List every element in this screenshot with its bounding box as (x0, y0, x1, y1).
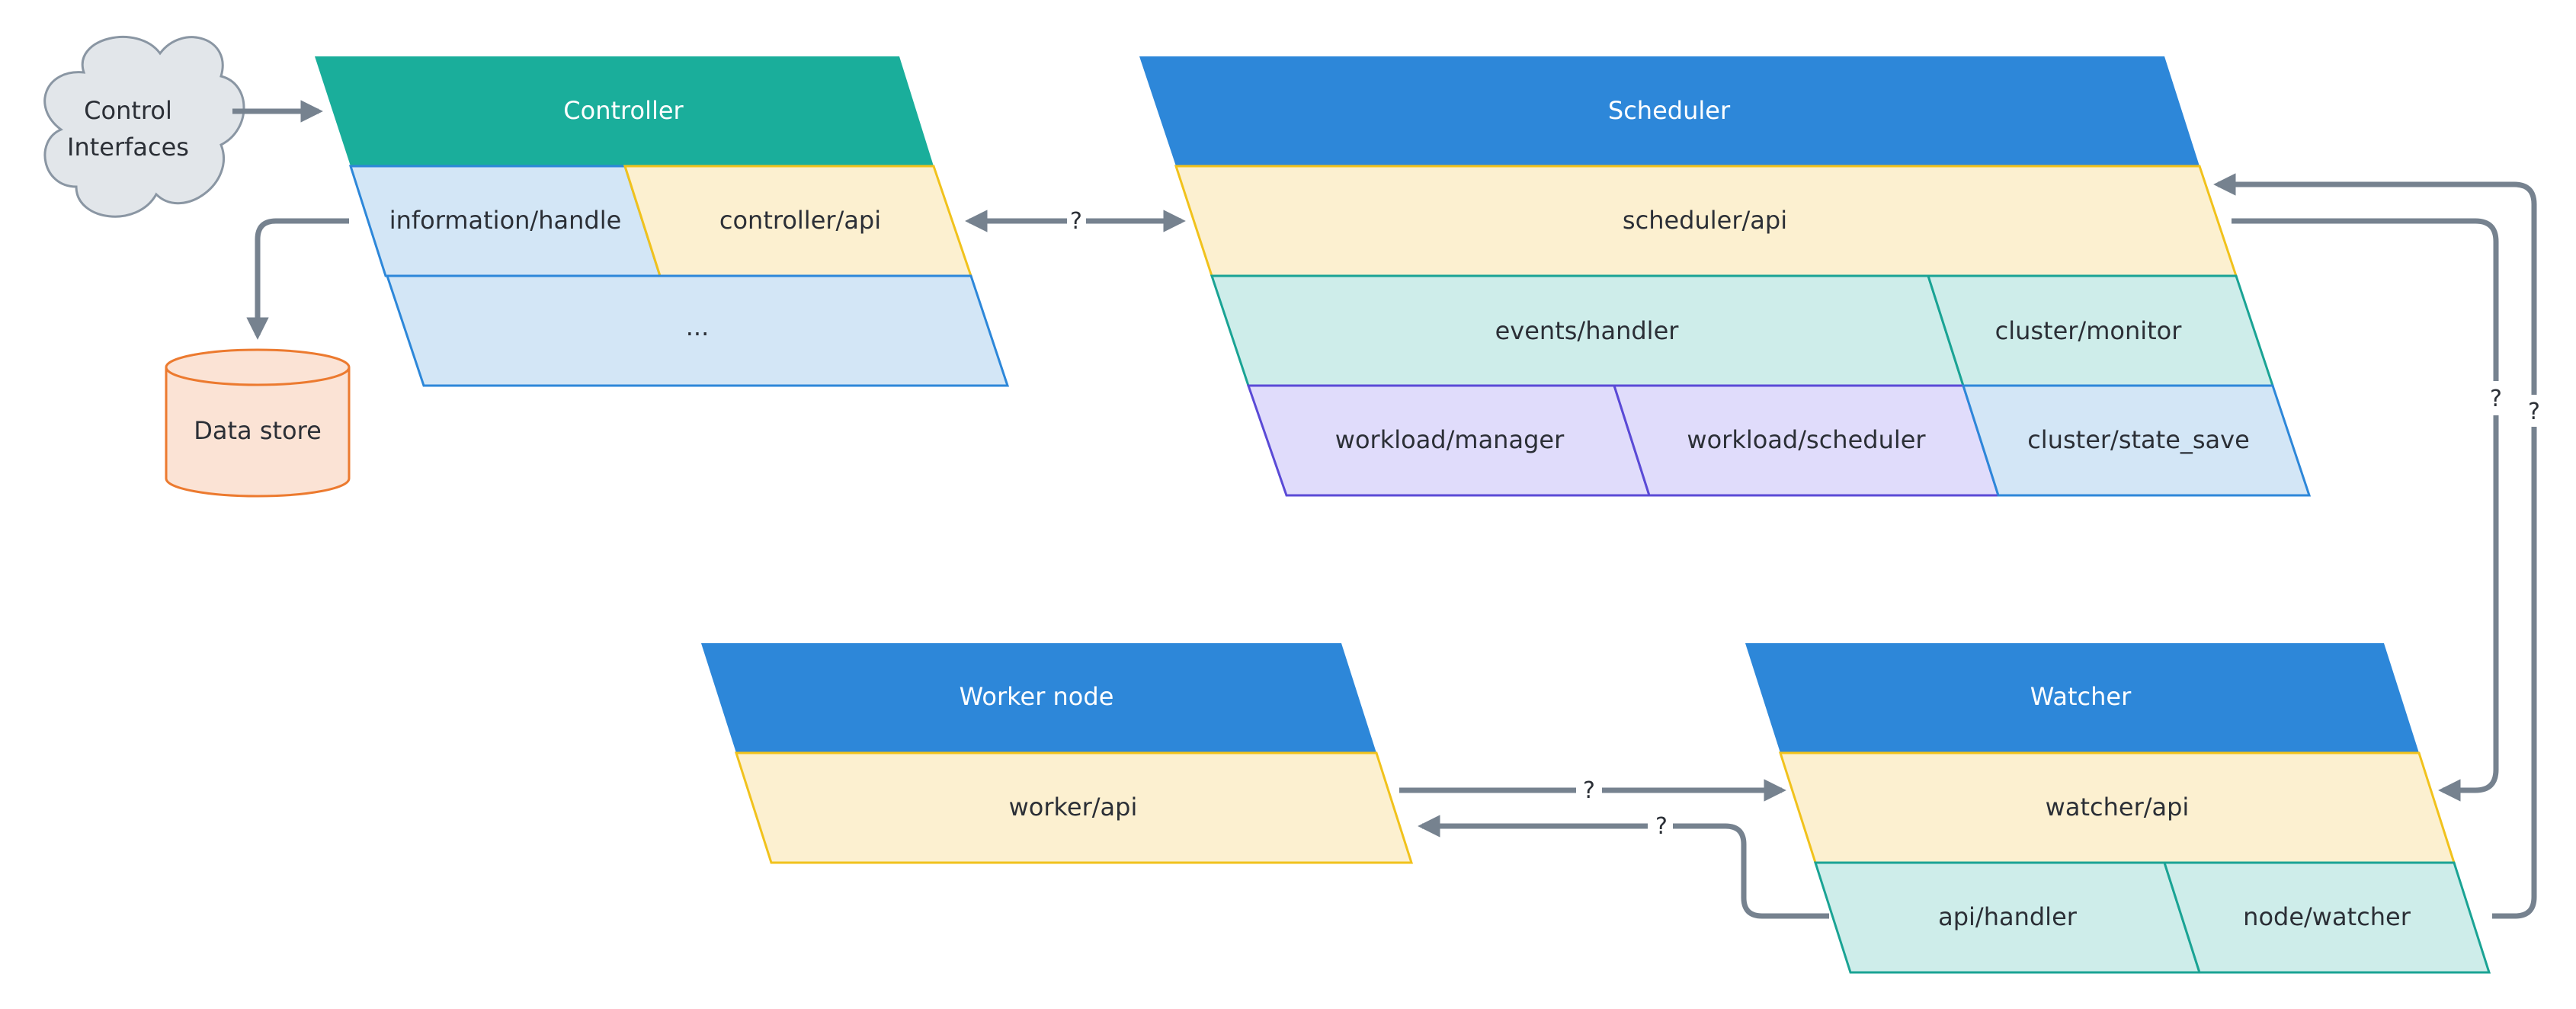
data-store-node: Data store (165, 348, 351, 498)
worker-api-block (734, 751, 1414, 864)
controller-component: Controller information/handle controller… (315, 56, 1010, 387)
scheduler-events-handler-label: events/handler (1495, 316, 1680, 345)
watcher-node-watcher-block (2162, 861, 2491, 974)
controller-title: Controller (563, 96, 684, 125)
watcher-header (1745, 643, 2419, 753)
control-interfaces-label-2: Interfaces (67, 133, 189, 162)
scheduler-title: Scheduler (1608, 96, 1731, 125)
controller-header (315, 56, 934, 166)
edge-label-worker-to-watcher: ? (1583, 777, 1595, 804)
database-icon (165, 367, 351, 498)
scheduler-api-label: scheduler/api (1623, 206, 1787, 235)
scheduler-cluster-state-save-block (1961, 384, 2312, 497)
edge-scheduler-to-watcher (2232, 218, 2499, 381)
watcher-component: Watcher watcher/api api/handler node/wat… (1745, 643, 2491, 974)
watcher-api-handler-label: api/handler (1938, 902, 2078, 931)
scheduler-cluster-state-save-label: cluster/state_save (2027, 425, 2250, 454)
watcher-title: Watcher (2030, 682, 2132, 711)
edge-nodewatcher-to-scheduler-upper (2213, 173, 2537, 395)
data-store-label: Data store (194, 416, 322, 445)
edge-label-watcher-to-worker: ? (1655, 813, 1668, 840)
worker-node-component: Worker node worker/api (701, 643, 1414, 864)
edge-apihandler-to-worker-right (1673, 823, 1829, 919)
watcher-node-watcher-label: node/watcher (2243, 902, 2411, 931)
worker-api-label: worker/api (1009, 793, 1138, 822)
worker-node-header (701, 643, 1376, 753)
edge-nodewatcher-to-scheduler-lower (2492, 427, 2537, 919)
controller-info-handle-label: information/handle (389, 206, 622, 235)
controller-more-label: ... (686, 312, 710, 341)
control-interfaces-label-1: Control (84, 96, 172, 125)
scheduler-workload-scheduler-label: workload/scheduler (1687, 425, 1926, 454)
scheduler-component: Scheduler scheduler/api events/handler c… (1139, 56, 2312, 497)
cloud-icon (43, 36, 245, 218)
edge-label-scheduler-watcher-outer: ? (2528, 399, 2540, 425)
worker-node-title: Worker node (960, 682, 1114, 711)
scheduler-header (1139, 56, 2200, 166)
edge-label-controller-scheduler: ? (1070, 208, 1082, 235)
watcher-api-label: watcher/api (2046, 793, 2190, 822)
control-interfaces-node: Control Interfaces (43, 36, 245, 218)
edge-scheduler-to-watcher-lower (2438, 415, 2499, 802)
controller-api-label: controller/api (719, 206, 881, 235)
edge-label-scheduler-watcher-inner: ? (2490, 386, 2502, 412)
controller-more-block (385, 274, 1010, 387)
scheduler-cluster-monitor-label: cluster/monitor (1995, 316, 2183, 345)
scheduler-workload-manager-label: workload/manager (1335, 425, 1565, 454)
edge-controller-to-datastore (246, 218, 349, 340)
